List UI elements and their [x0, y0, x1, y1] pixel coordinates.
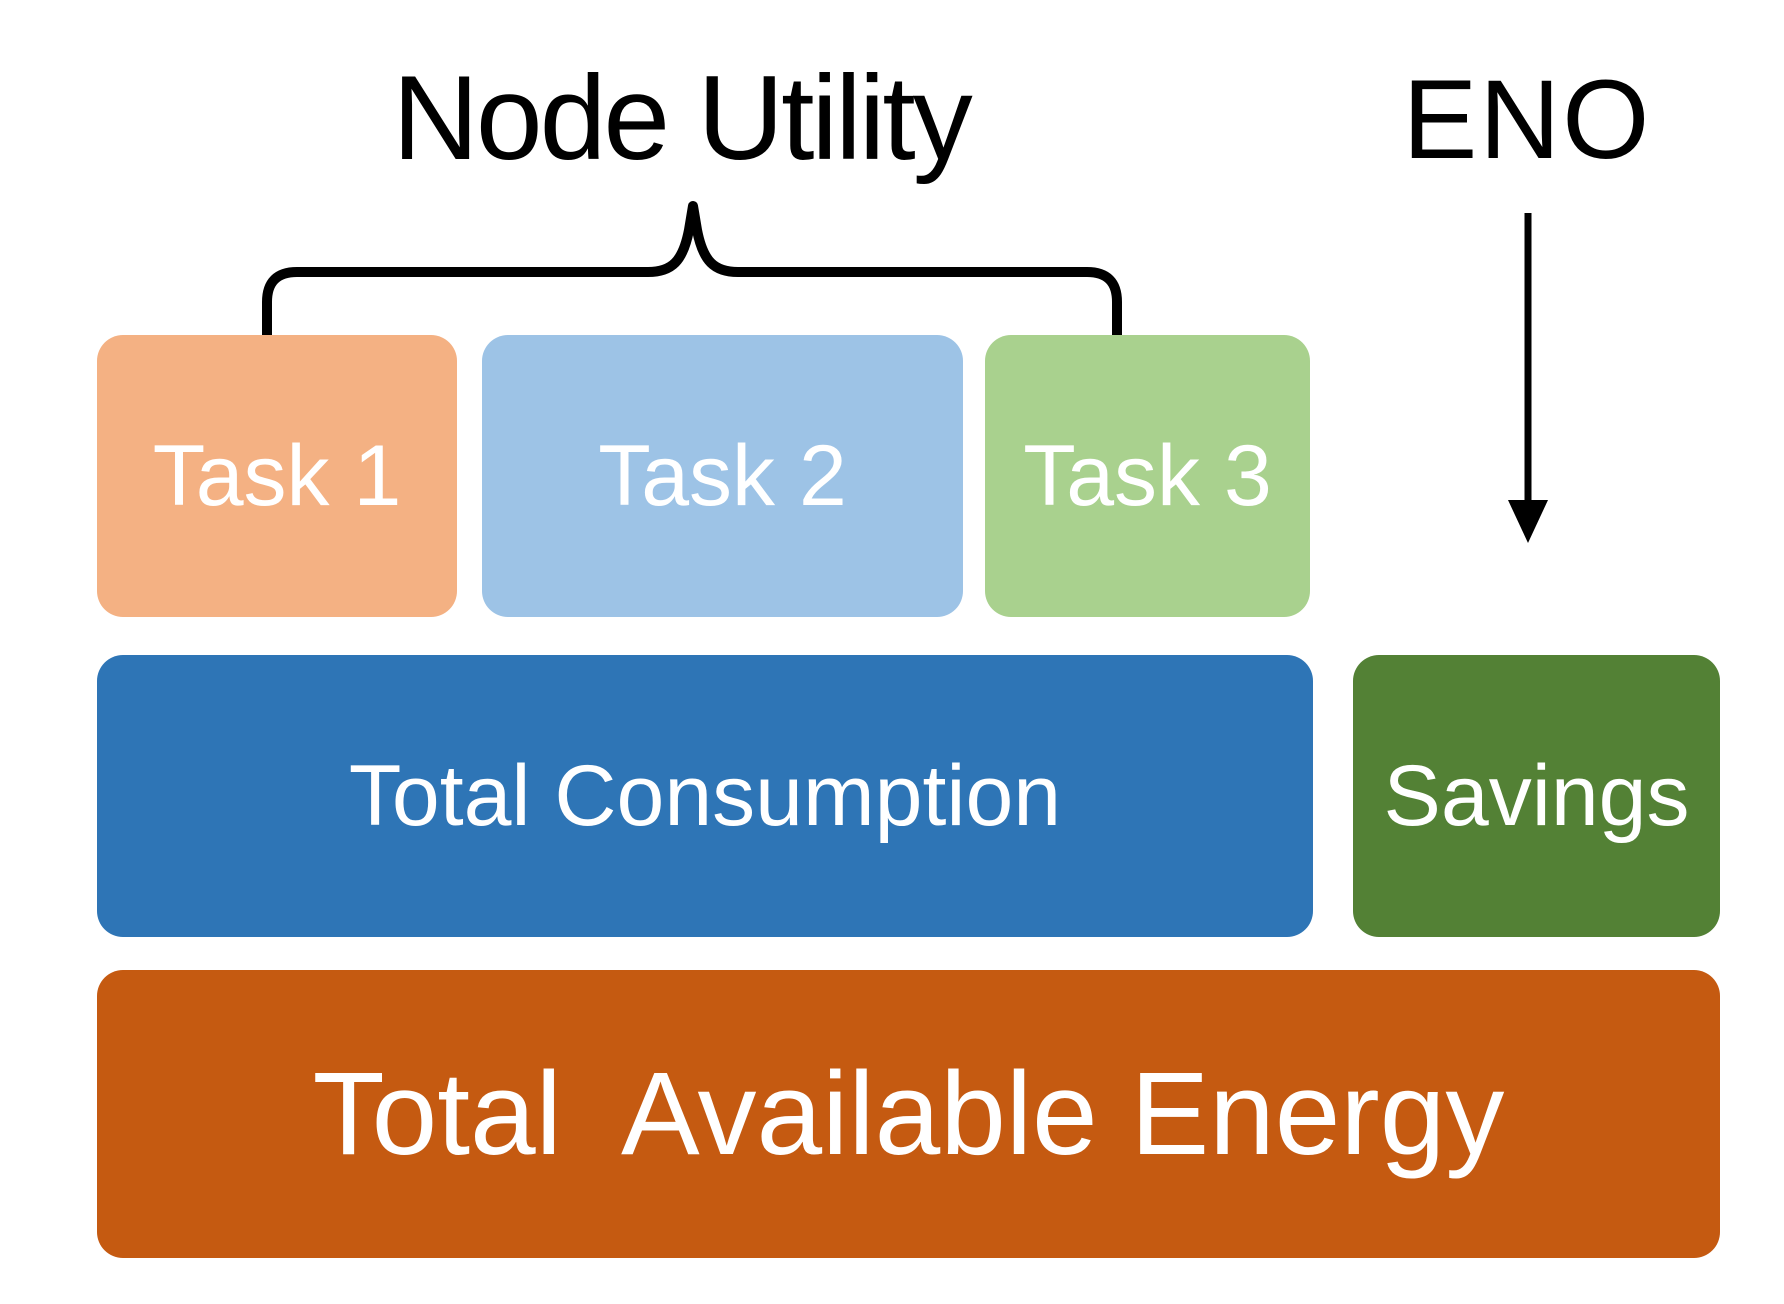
savings-box: Savings [1353, 655, 1720, 937]
task-2-box: Task 2 [482, 335, 963, 617]
brace-node-utility [262, 201, 1122, 342]
total-consumption-box: Total Consumption [97, 655, 1313, 937]
eno-arrowhead-icon [1508, 500, 1548, 543]
total-available-energy-box: Total Available Energy [97, 970, 1720, 1258]
eno-title: ENO [1402, 57, 1652, 182]
node-utility-title: Node Utility [392, 51, 973, 185]
task-1-box: Task 1 [97, 335, 457, 617]
task-3-box: Task 3 [985, 335, 1310, 617]
